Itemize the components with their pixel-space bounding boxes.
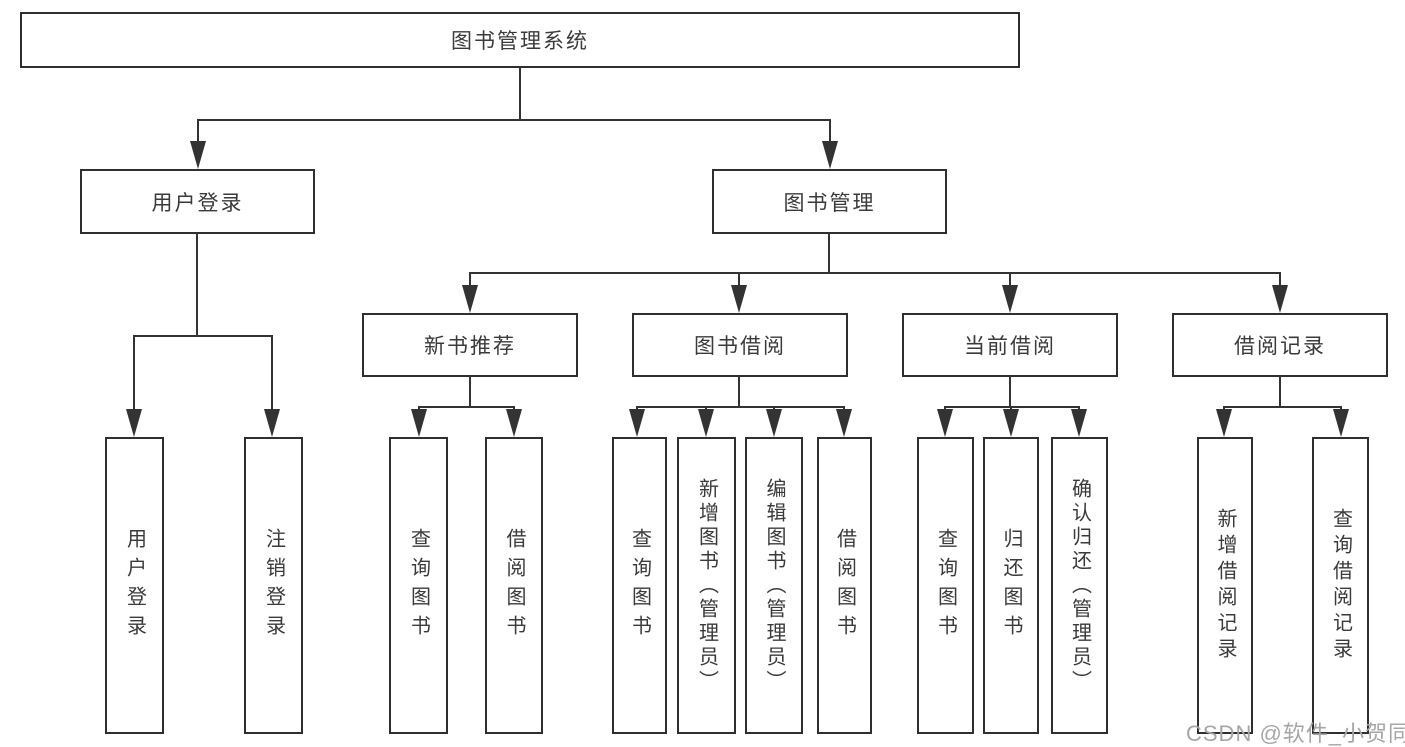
connector-line — [944, 406, 1080, 408]
connector-line — [829, 119, 831, 151]
connector-line — [196, 233, 198, 337]
connector-line — [1279, 376, 1281, 408]
connector-line — [828, 234, 830, 274]
node-book-borrowing: 图书借阅 — [632, 313, 848, 377]
connector-line — [418, 406, 515, 408]
connector-line — [197, 119, 831, 121]
node-label: 查询借阅记录 — [1329, 507, 1352, 664]
connector-line — [1223, 406, 1342, 408]
arrowhead-down — [264, 409, 280, 437]
arrowhead-down — [1071, 409, 1087, 437]
node-label: 图书借阅 — [694, 335, 786, 358]
node-user-login: 用户登录 — [80, 169, 315, 234]
connector-line — [738, 272, 740, 294]
connector-line — [636, 406, 845, 408]
watermark: CSDN @软件_小贺同学 — [1186, 721, 1405, 746]
leaf-br-query-record: 查询借阅记录 — [1312, 437, 1369, 734]
node-new-book-recommend: 新书推荐 — [362, 313, 578, 377]
arrowhead-down — [766, 409, 782, 437]
arrowhead-down — [462, 285, 478, 313]
node-label: 注销登录 — [262, 527, 285, 644]
leaf-logout: 注销登录 — [244, 437, 303, 734]
node-label: 用户登录 — [123, 527, 146, 644]
node-label: 查询图书 — [628, 527, 651, 644]
leaf-user-login: 用户登录 — [105, 437, 164, 734]
arrowhead-down — [1272, 285, 1288, 313]
arrowhead-down — [836, 409, 852, 437]
connector-line — [469, 376, 471, 408]
node-label: 确认归还（管理员） — [1068, 477, 1091, 694]
arrowhead-down — [1216, 409, 1232, 437]
node-label: 图书管理 — [783, 191, 876, 215]
leaf-nbr-query-book: 查询图书 — [389, 437, 448, 734]
leaf-bb-edit-book-admin: 编辑图书（管理员） — [745, 437, 803, 734]
leaf-bb-borrow-book: 借阅图书 — [817, 437, 872, 734]
leaf-cb-confirm-return-admin: 确认归还（管理员） — [1051, 437, 1108, 734]
node-label: 用户登录 — [151, 191, 244, 215]
node-label: 借阅记录 — [1234, 335, 1326, 358]
arrowhead-down — [822, 141, 838, 169]
arrowhead-down — [629, 409, 645, 437]
node-borrowing-records: 借阅记录 — [1172, 313, 1388, 377]
connector-line — [197, 119, 199, 151]
leaf-bb-add-book-admin: 新增图书（管理员） — [677, 437, 736, 734]
leaf-cb-query-book: 查询图书 — [917, 437, 974, 734]
leaf-nbr-borrow-book: 借阅图书 — [485, 437, 543, 734]
arrowhead-down — [731, 285, 747, 313]
connector-line — [1279, 272, 1281, 294]
node-label: 图书管理系统 — [451, 30, 589, 53]
node-label: 当前借阅 — [964, 335, 1056, 358]
node-label: 借阅图书 — [833, 527, 856, 644]
node-label: 查询图书 — [407, 527, 430, 644]
arrowhead-down — [698, 409, 714, 437]
connector-line — [469, 272, 1281, 274]
connector-line — [271, 335, 273, 417]
arrowhead-down — [506, 409, 522, 437]
node-current-borrowing: 当前借阅 — [902, 313, 1118, 377]
arrowhead-down — [1002, 285, 1018, 313]
arrowhead-down — [937, 409, 953, 437]
connector-line — [133, 335, 273, 337]
node-label: 新书推荐 — [424, 335, 516, 358]
connector-line — [133, 335, 135, 417]
arrowhead-down — [126, 409, 142, 437]
node-book-management: 图书管理 — [712, 169, 947, 234]
connector-line — [469, 272, 471, 294]
node-label: 编辑图书（管理员） — [763, 477, 785, 694]
connector-line — [1009, 376, 1011, 408]
arrowhead-down — [1333, 409, 1349, 437]
node-label: 查询图书 — [934, 527, 957, 644]
connector-line — [1009, 272, 1011, 294]
connector-line — [519, 68, 521, 120]
arrowhead-down — [1003, 409, 1019, 437]
node-root: 图书管理系统 — [20, 12, 1020, 68]
node-label: 归还图书 — [1000, 527, 1022, 644]
leaf-bb-query-book: 查询图书 — [612, 437, 667, 734]
node-label: 新增图书（管理员） — [695, 477, 718, 694]
leaf-br-add-record: 新增借阅记录 — [1197, 437, 1253, 734]
connector-line — [738, 376, 740, 408]
arrowhead-down — [190, 141, 206, 169]
leaf-cb-return-book: 归还图书 — [983, 437, 1039, 734]
node-label: 借阅图书 — [503, 527, 525, 644]
arrowhead-down — [411, 409, 427, 437]
node-label: 新增借阅记录 — [1214, 507, 1236, 664]
